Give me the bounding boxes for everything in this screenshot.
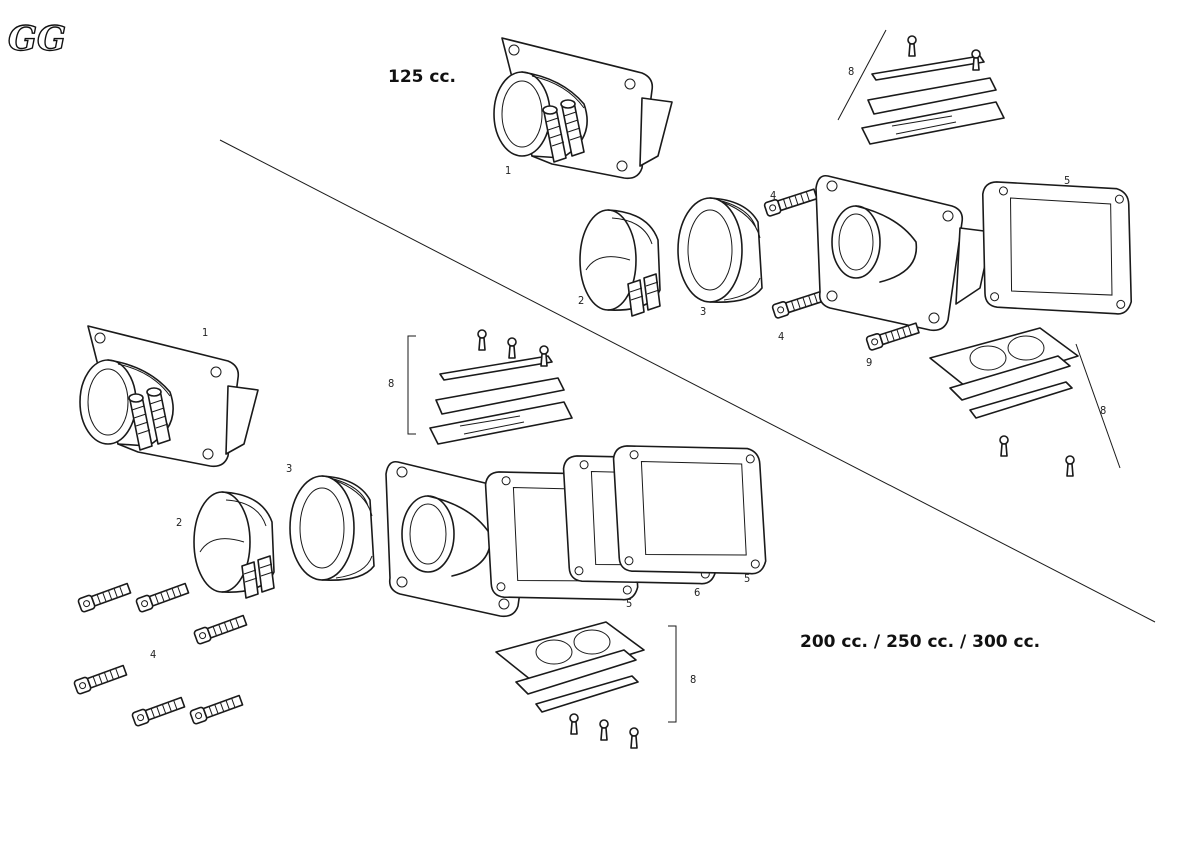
bottom-callout-reed-kit: 8	[388, 377, 394, 390]
top-callout-gasket: 5	[1064, 174, 1070, 187]
top-manifold	[493, 37, 673, 180]
bottom-callout-screws: 4	[150, 648, 156, 661]
section-title-125cc: 125 cc.	[388, 67, 456, 87]
bottom-boot	[289, 475, 375, 582]
bottom-callout-reed-plate-kit: 8	[690, 673, 696, 686]
brand-logo: GG	[7, 18, 66, 59]
bottom-reed-plate-kit	[495, 621, 645, 749]
bottom-manifold	[79, 325, 259, 468]
top-callout-reed-kit: 8	[848, 65, 854, 78]
top-callout-clamp: 2	[578, 294, 584, 307]
top-callout-bolt: 9	[866, 356, 872, 369]
top-callout-reed-plate-kit: 8	[1100, 404, 1106, 417]
top-boot	[677, 197, 763, 304]
bottom-callout-boot: 3	[286, 462, 292, 475]
bottom-callout-gasket-a: 5	[626, 597, 632, 610]
top-callout-manifold: 1	[505, 164, 511, 177]
top-screw-c	[771, 288, 827, 320]
bottom-callout-gasket-b: 5	[744, 572, 750, 585]
bottom-clamp	[193, 491, 275, 599]
top-reed-kit	[861, 35, 1005, 145]
section-divider	[219, 139, 1156, 623]
top-reed-block	[815, 174, 993, 332]
bottom-callout-manifold: 1	[202, 326, 208, 339]
section-title-200-250-300cc: 200 cc. / 250 cc. / 300 cc.	[800, 632, 1040, 652]
top-callout-boot: 3	[700, 305, 706, 318]
top-gasket	[966, 169, 1148, 327]
bottom-reed-plate-bracket	[668, 625, 677, 723]
bottom-gasket-b	[601, 433, 778, 586]
top-callout-screw-c: 4	[778, 330, 784, 343]
brand-logo-text: GG	[8, 19, 66, 59]
top-bolt	[865, 320, 921, 352]
bottom-callout-spacer: 6	[694, 586, 700, 599]
top-reed-plate-kit	[929, 327, 1079, 477]
top-clamp	[579, 209, 661, 317]
top-reed-kit-bracket	[837, 29, 887, 121]
bottom-screws	[72, 580, 249, 728]
top-reed-plate-bracket	[1075, 343, 1121, 469]
top-callout-screw-a: 4	[770, 189, 776, 202]
bottom-reed-kit-bracket	[407, 335, 416, 435]
bottom-reed-kit	[429, 329, 573, 445]
bottom-callout-clamp: 2	[176, 516, 182, 529]
